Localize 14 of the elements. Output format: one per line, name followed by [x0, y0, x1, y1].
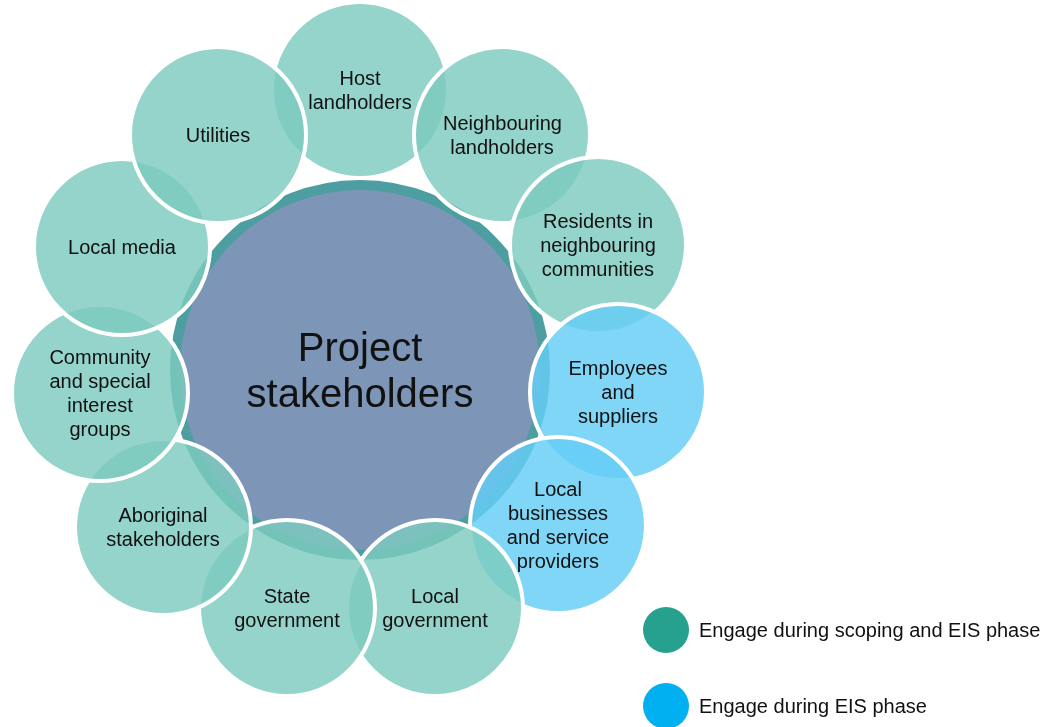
- node-label: Utilities: [185, 123, 251, 147]
- node-label: Local businesses and service providers: [505, 477, 611, 573]
- node-label: Residents in neighbouring communities: [539, 209, 657, 281]
- node-label: Project stakeholders: [245, 324, 475, 416]
- node-label: Community and special interest groups: [48, 345, 152, 441]
- node-label: Local media: [68, 235, 176, 259]
- legend-label: Engage during scoping and EIS phase: [699, 618, 1041, 642]
- node-label: Neighbouring landholders: [443, 111, 561, 159]
- node-label: Aboriginal stakeholders: [105, 503, 221, 551]
- node-label: Local government: [381, 584, 489, 632]
- legend-label: Engage during EIS phase: [699, 694, 927, 718]
- node-label: State government: [233, 584, 341, 632]
- node-label: Host landholders: [307, 66, 413, 114]
- node-label: Employees and suppliers: [567, 356, 669, 428]
